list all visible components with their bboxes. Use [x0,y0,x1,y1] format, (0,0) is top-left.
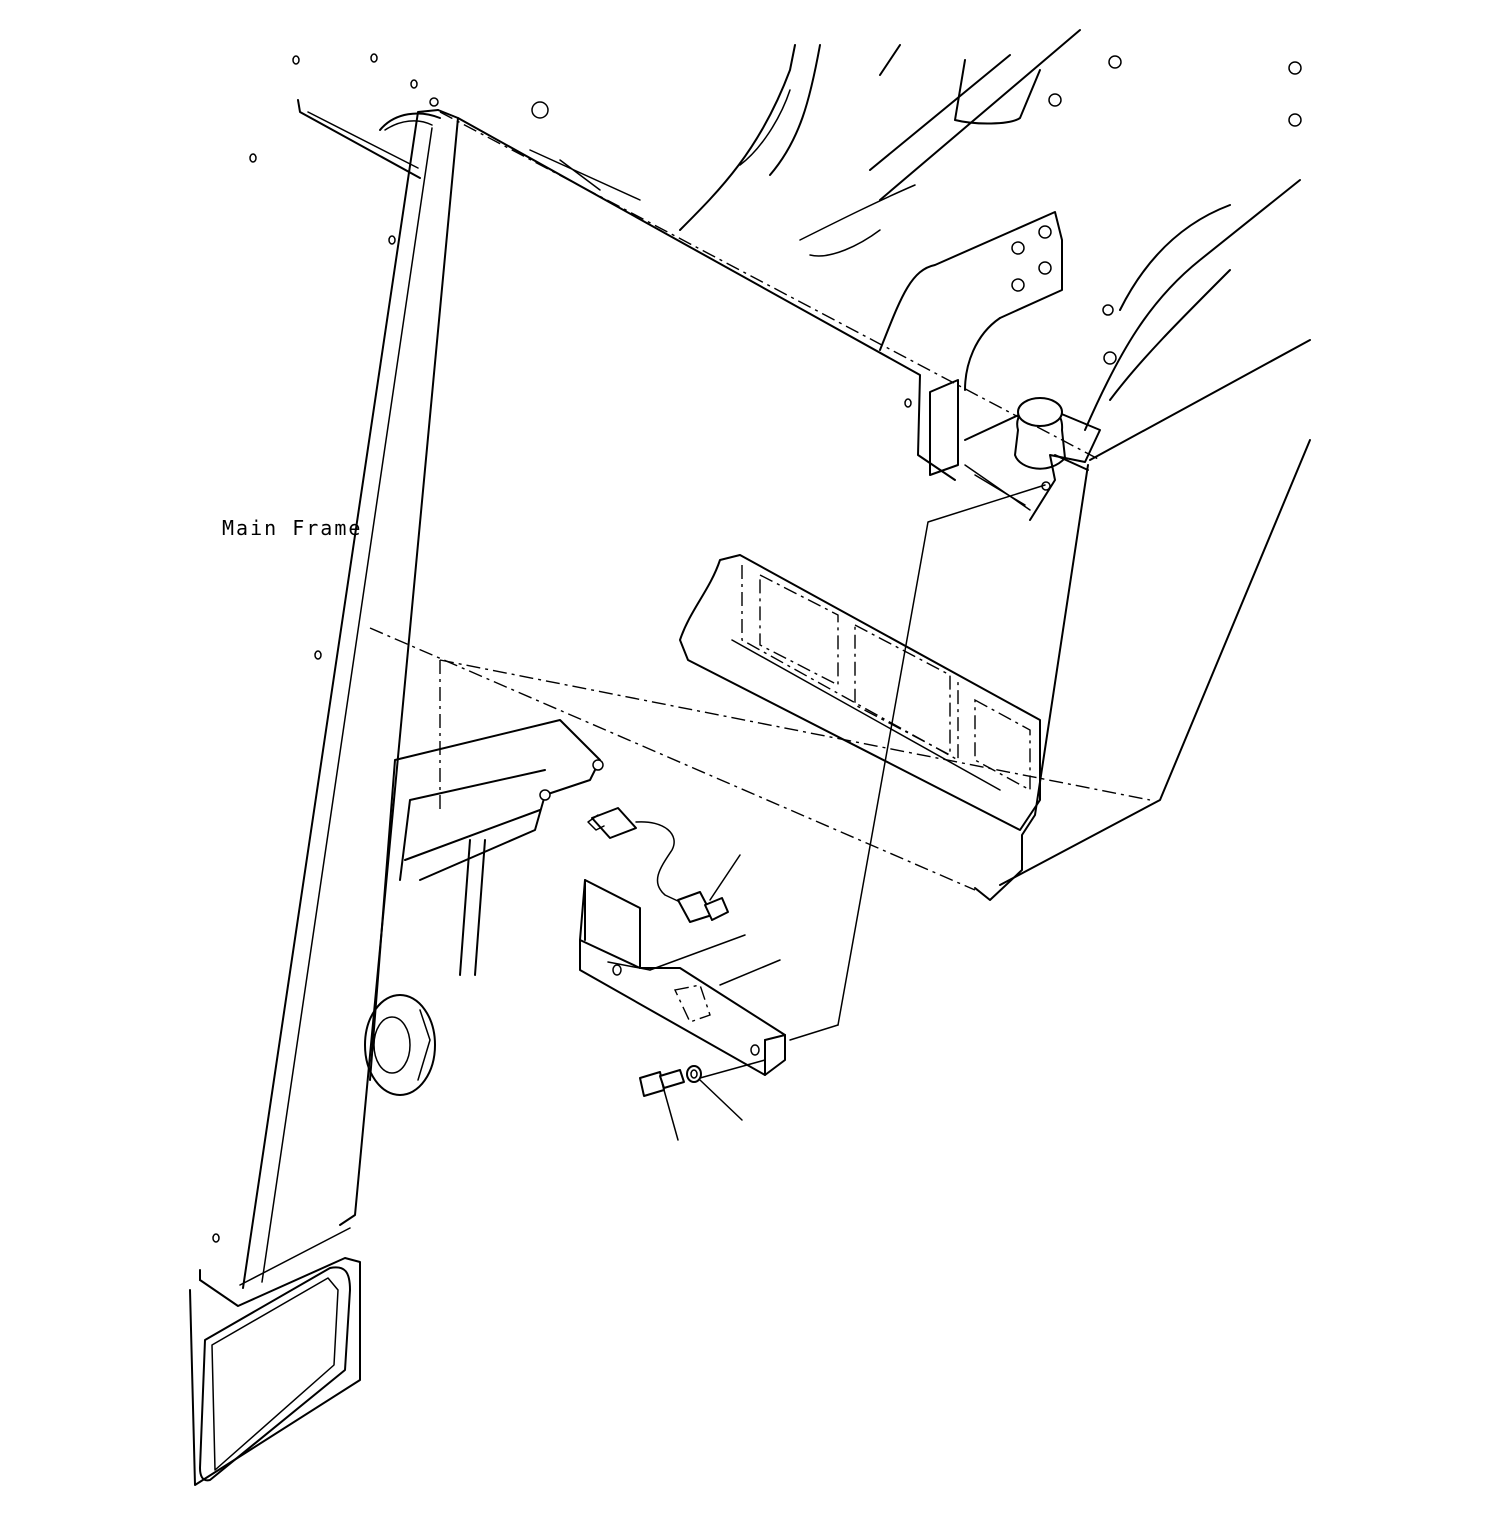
sensor-bracket [579,879,786,1076]
lower-frame [364,719,604,1096]
step-tray [679,554,1041,831]
leader-lines [649,484,1046,1141]
bolt-and-washer [639,1065,702,1097]
main-frame-label: Main Frame [222,516,363,540]
sensor-assembly [587,807,729,923]
panel-dashed-edges [369,627,1151,891]
mounting-holes [212,53,1302,1243]
upper-arm-outline [529,29,1311,461]
frame-foot [189,1227,361,1486]
main-frame-beam [242,99,1101,1289]
right-panel [974,439,1311,901]
upper-mount-bracket [929,379,1101,521]
